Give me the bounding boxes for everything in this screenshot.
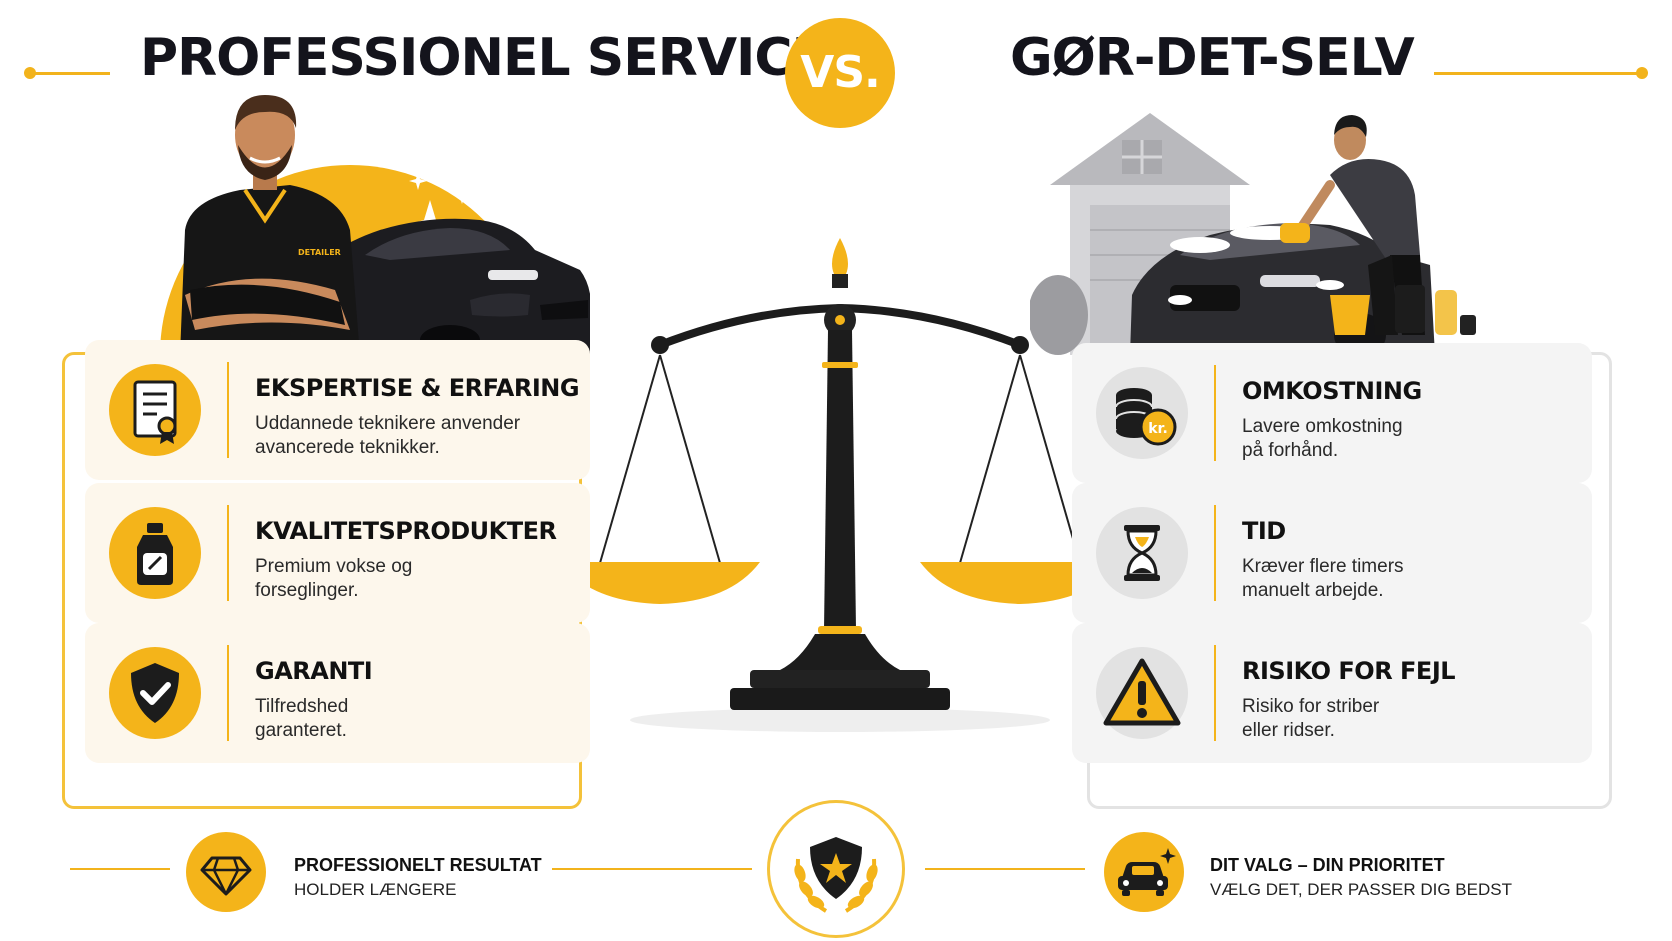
card-divider	[227, 505, 229, 601]
card-description: Uddannede teknikere anvender avancerede …	[255, 413, 521, 458]
footer-line-left	[70, 868, 170, 870]
card-divider	[1214, 645, 1216, 741]
footer-line-center-left	[552, 868, 752, 870]
vs-label: VS.	[800, 47, 880, 98]
footer-right-subtitle: VÆLG DET, DER PASSER DIG BEDST	[1210, 880, 1512, 899]
footer-left-subtitle: HOLDER LÆNGERE	[294, 880, 457, 899]
card-title: KVALITETSPRODUKTER	[255, 517, 557, 545]
shield-check-icon	[109, 647, 201, 739]
card-divider	[227, 645, 229, 741]
card-title: RISIKO FOR FEJL	[1242, 657, 1456, 685]
card-divider	[227, 362, 229, 458]
card-divider	[1214, 505, 1216, 601]
header-right-line	[1434, 72, 1642, 75]
professional-illustration: DETAILER	[160, 95, 590, 355]
card-title: GARANTI	[255, 657, 373, 685]
header-right-dot	[1636, 67, 1648, 79]
bottle-icon	[109, 507, 201, 599]
diy-panel: kr. OMKOSTNING Lavere omkostning på forh…	[1072, 343, 1612, 809]
card-guarantee: GARANTI Tilfredshed garanteret.	[85, 623, 590, 763]
card-description: Lavere omkostning på forhånd.	[1242, 416, 1403, 461]
card-description: Kræver flere timers manuelt arbejde.	[1242, 556, 1404, 601]
card-cost: kr. OMKOSTNING Lavere omkostning på forh…	[1072, 343, 1592, 483]
hourglass-icon	[1096, 507, 1188, 599]
card-description: Tilfredshed garanteret.	[255, 696, 349, 741]
card-quality-products: KVALITETSPRODUKTER Premium vokse og fors…	[85, 483, 590, 623]
card-divider	[1214, 365, 1216, 461]
shirt-logo-text: DETAILER	[298, 248, 341, 257]
shield-star-laurel-icon	[767, 800, 905, 938]
left-title: PROFESSIONEL SERVICE	[140, 28, 827, 88]
card-time: TID Kræver flere timers manuelt arbejde.	[1072, 483, 1592, 623]
certificate-icon	[109, 364, 201, 456]
car-sparkle-icon	[1104, 832, 1184, 912]
professional-panel: EKSPERTISE & ERFARING Uddannede tekniker…	[62, 340, 590, 809]
vs-badge: VS.	[785, 18, 895, 128]
card-title: OMKOSTNING	[1242, 377, 1422, 405]
coin-label: kr.	[1148, 421, 1168, 437]
diamond-icon	[186, 832, 266, 912]
card-title: EKSPERTISE & ERFARING	[255, 374, 580, 402]
card-description: Premium vokse og forseglinger.	[255, 556, 413, 601]
warning-icon	[1096, 647, 1188, 739]
card-expertise: EKSPERTISE & ERFARING Uddannede tekniker…	[85, 340, 590, 480]
right-title: GØR-DET-SELV	[1010, 28, 1415, 88]
card-description: Risiko for striber eller ridser.	[1242, 696, 1380, 741]
coins-icon: kr.	[1096, 367, 1188, 459]
header-left-line	[30, 72, 110, 75]
footer-left-title: PROFESSIONELT RESULTAT	[294, 855, 542, 875]
footer-right-title: DIT VALG – DIN PRIORITET	[1210, 855, 1445, 875]
footer-line-center-right	[925, 868, 1085, 870]
card-risk: RISIKO FOR FEJL Risiko for striber eller…	[1072, 623, 1592, 763]
card-title: TID	[1242, 517, 1286, 545]
diy-illustration	[1030, 113, 1476, 355]
balance-scale-icon	[560, 238, 1120, 732]
